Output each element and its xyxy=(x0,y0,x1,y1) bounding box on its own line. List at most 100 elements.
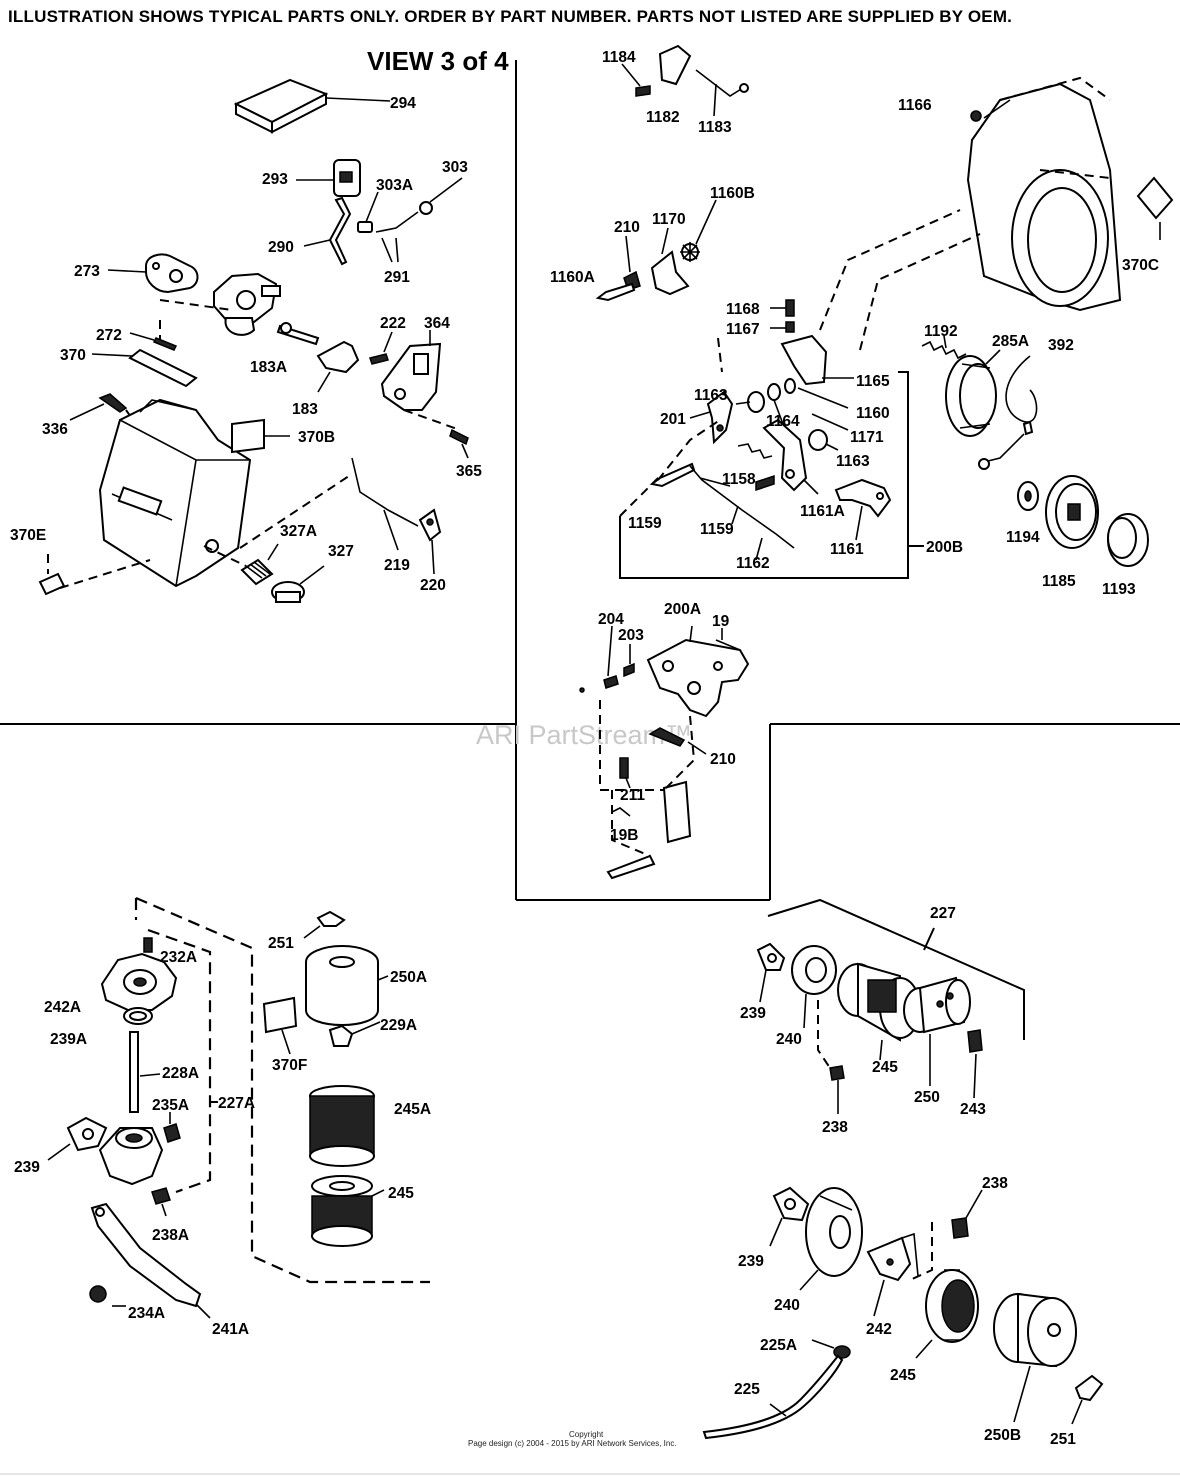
governor-group xyxy=(595,44,1174,579)
label-370F: 370F xyxy=(272,1057,307,1074)
label-183: 183 xyxy=(292,401,318,418)
label-1167: 1167 xyxy=(726,321,760,338)
label-219: 219 xyxy=(384,557,410,574)
label-303: 303 xyxy=(442,159,468,176)
label-251-b: 251 xyxy=(1050,1431,1076,1448)
part-250B-cover xyxy=(993,1292,1077,1423)
part-1163-bushing-2 xyxy=(808,429,839,451)
part-238A-screw xyxy=(151,1187,171,1217)
label-327A: 327A xyxy=(280,523,317,540)
part-1193-screen xyxy=(1107,513,1149,567)
label-1164: 1164 xyxy=(766,413,800,430)
part-365-screw xyxy=(449,428,469,459)
label-245A: 245A xyxy=(394,1101,431,1118)
part-370B-card xyxy=(231,418,290,454)
part-222-screw xyxy=(369,331,393,365)
view-title: VIEW 3 of 4 xyxy=(367,46,509,76)
bracket-group xyxy=(579,625,750,880)
label-1163-a: 1163 xyxy=(694,387,728,404)
label-1192: 1192 xyxy=(924,323,958,340)
part-1158-spring xyxy=(737,443,775,492)
small-dot xyxy=(579,687,585,693)
part-327-cap xyxy=(271,565,325,603)
assembly-227-bracket xyxy=(767,898,1025,1040)
label-245-a: 245 xyxy=(388,1185,414,1202)
part-210-washer xyxy=(623,235,641,291)
label-203: 203 xyxy=(618,627,644,644)
label-238A: 238A xyxy=(152,1227,189,1244)
label-1162: 1162 xyxy=(736,555,770,572)
label-272: 272 xyxy=(96,327,122,344)
label-239-c: 239 xyxy=(738,1253,764,1270)
part-239A-oring xyxy=(123,1007,153,1025)
label-1183: 1183 xyxy=(698,119,732,136)
label-222: 222 xyxy=(380,315,406,332)
label-242: 242 xyxy=(866,1321,892,1338)
part-293-primer xyxy=(296,159,361,197)
part-234A-nut xyxy=(89,1285,126,1307)
label-250A: 250A xyxy=(390,969,427,986)
part-294-kit-box xyxy=(233,78,391,134)
part-250A-filter xyxy=(305,945,389,1026)
label-245-b: 245 xyxy=(872,1059,898,1076)
label-1160B: 1160B xyxy=(710,185,755,202)
part-204-screw xyxy=(603,625,619,689)
part-220-knob xyxy=(418,508,442,575)
label-242A: 242A xyxy=(44,999,81,1016)
footer-page-design: Page design (c) 2004 - 2015 by ARI Netwo… xyxy=(468,1439,677,1448)
label-1161A: 1161A xyxy=(800,503,845,520)
part-370C-decal xyxy=(1136,176,1174,240)
part-272-screw xyxy=(129,332,178,351)
label-1161: 1161 xyxy=(830,541,864,558)
part-1182-bracket xyxy=(621,44,749,117)
label-336: 336 xyxy=(42,421,68,438)
part-fuel-tank-housing xyxy=(98,398,252,588)
label-243: 243 xyxy=(960,1101,986,1118)
label-392: 392 xyxy=(1048,337,1074,354)
part-1160A-bolt xyxy=(595,282,636,302)
label-370E: 370E xyxy=(10,527,46,544)
label-227: 227 xyxy=(930,905,956,922)
part-241A-strap xyxy=(90,1202,211,1319)
label-285A: 285A xyxy=(992,333,1029,350)
part-1170-bracket xyxy=(650,227,690,296)
footer-copyright: Copyright xyxy=(569,1430,604,1439)
part-251-wingnut xyxy=(303,910,346,939)
section-dividers xyxy=(0,60,1180,901)
part-1162-link xyxy=(689,465,795,561)
part-1159-pin xyxy=(649,419,721,488)
part-1160B-gear xyxy=(680,199,717,262)
label-200B: 200B xyxy=(926,539,963,556)
label-201: 201 xyxy=(660,411,686,428)
part-243-screw xyxy=(967,1029,983,1099)
fuel-filter-group xyxy=(47,896,430,1319)
label-238-a: 238 xyxy=(822,1119,848,1136)
label-183A: 183A xyxy=(250,359,287,376)
linkage-dashed-1 xyxy=(819,209,961,331)
part-238-screw-b xyxy=(909,1189,983,1281)
assembly-227A-bracket-inner xyxy=(147,928,212,1194)
label-210-top: 210 xyxy=(614,219,640,236)
part-210-bolt xyxy=(648,727,707,755)
part-1168-screw xyxy=(770,299,795,333)
label-365: 365 xyxy=(456,463,482,480)
label-19B: 19B xyxy=(610,827,638,844)
label-327: 327 xyxy=(328,543,354,560)
label-290: 290 xyxy=(268,239,294,256)
part-229A-nut xyxy=(328,1021,381,1047)
part-327A-spring xyxy=(203,543,279,586)
label-251-a: 251 xyxy=(268,935,294,952)
label-220: 220 xyxy=(420,577,446,594)
label-240-b: 240 xyxy=(774,1297,800,1314)
label-229A: 229A xyxy=(380,1017,417,1034)
label-370B: 370B xyxy=(298,429,335,446)
label-204: 204 xyxy=(598,611,624,628)
part-242-bracket xyxy=(866,1232,919,1317)
label-1160A: 1160A xyxy=(550,269,595,286)
part-232A-screw xyxy=(143,937,153,953)
part-225-hose xyxy=(702,1354,844,1440)
part-19B-clip xyxy=(599,700,696,880)
part-1166-nut xyxy=(970,110,982,122)
label-239-b: 239 xyxy=(740,1005,766,1022)
